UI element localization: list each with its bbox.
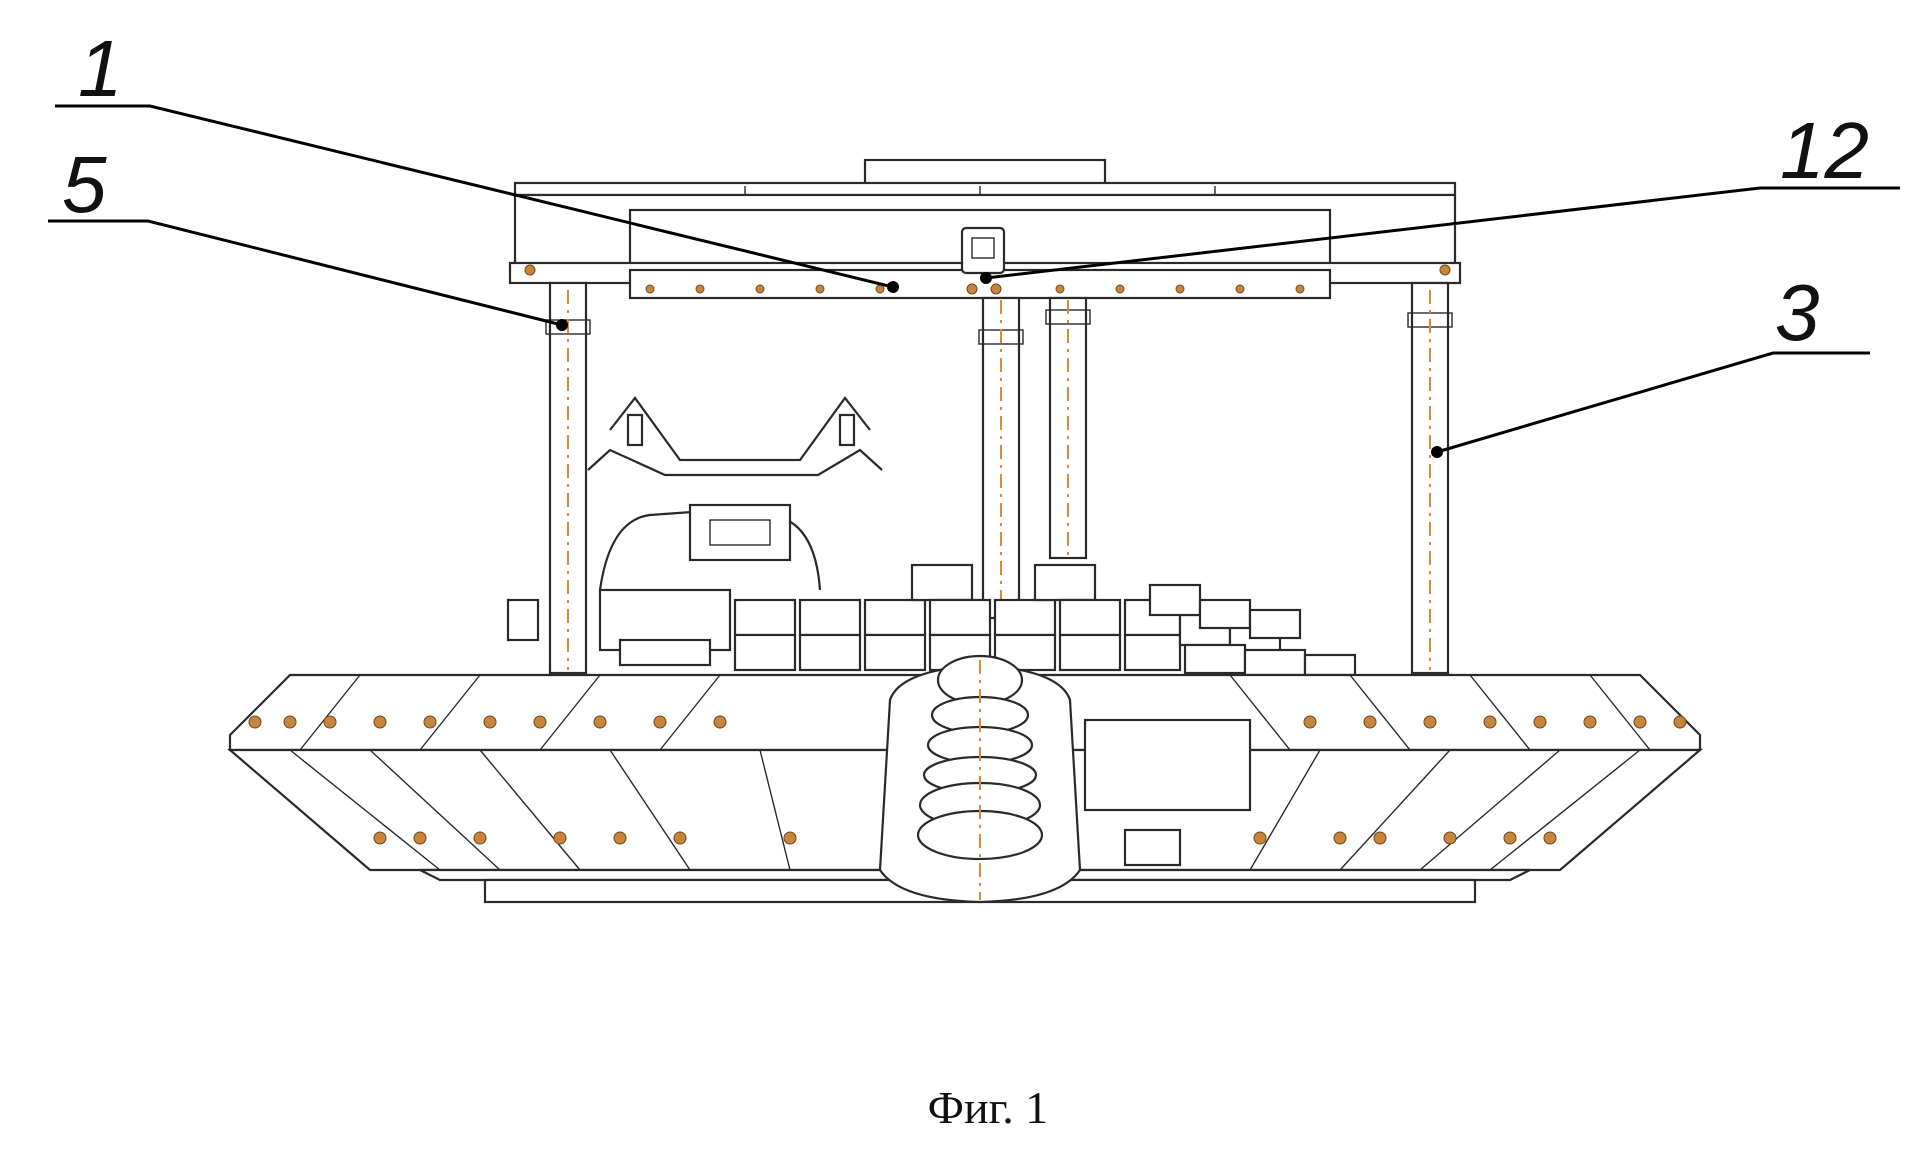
turret-superstructure xyxy=(506,396,883,667)
leader-3 xyxy=(1436,351,1870,454)
roof-bolts xyxy=(524,264,1451,295)
leader-5 xyxy=(48,219,563,327)
callout-label-5: 5 xyxy=(62,140,107,229)
leader-1 xyxy=(55,104,894,289)
callout-label-3: 3 xyxy=(1775,268,1820,357)
gun-barrel xyxy=(878,654,1082,904)
callout-label-12: 12 xyxy=(1780,106,1869,195)
callout-leaders xyxy=(48,104,1900,458)
support-columns xyxy=(545,281,1453,675)
hull-bolts xyxy=(248,715,1687,845)
roof-structure xyxy=(508,158,1462,300)
callout-label-1: 1 xyxy=(78,24,123,113)
figure-caption: Фиг. 1 xyxy=(928,1082,1049,1133)
armor-blocks xyxy=(733,563,1357,677)
leader-12 xyxy=(985,186,1900,280)
